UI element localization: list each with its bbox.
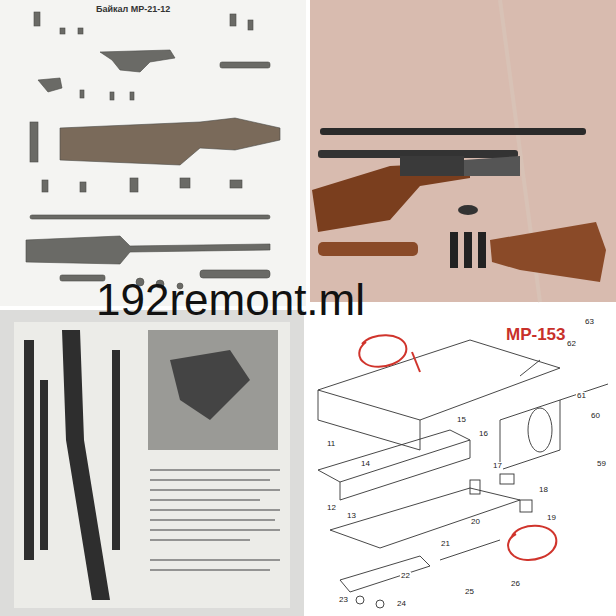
callout-number: 20 (470, 518, 481, 527)
callout-number: 63 (584, 318, 595, 327)
callout-number: 23 (338, 596, 349, 605)
panel-title: MP-153 (506, 326, 566, 345)
callout-number: 14 (360, 460, 371, 469)
callout-number: 25 (464, 588, 475, 597)
callout-number: 22 (400, 572, 411, 581)
callout-number: 59 (596, 460, 607, 469)
callout-number: 15 (456, 416, 467, 425)
callout-number: 11 (326, 440, 336, 449)
panel-title: Байкал МР-21-12 (96, 5, 170, 15)
callout-number: 17 (492, 462, 503, 471)
callout-number: 24 (396, 600, 407, 609)
callout-number: 18 (538, 486, 549, 495)
callout-number: 62 (566, 340, 577, 349)
watermark: 192remont.ml (96, 276, 365, 324)
callout-number: 61 (576, 392, 587, 401)
callout-number: 21 (440, 540, 451, 549)
callout-number: 19 (546, 514, 557, 523)
callout-number: 12 (326, 504, 337, 513)
callout-number: 60 (590, 412, 601, 421)
callout-number: 16 (478, 430, 489, 439)
callout-number: 26 (510, 580, 521, 589)
callout-number: 13 (346, 512, 357, 521)
